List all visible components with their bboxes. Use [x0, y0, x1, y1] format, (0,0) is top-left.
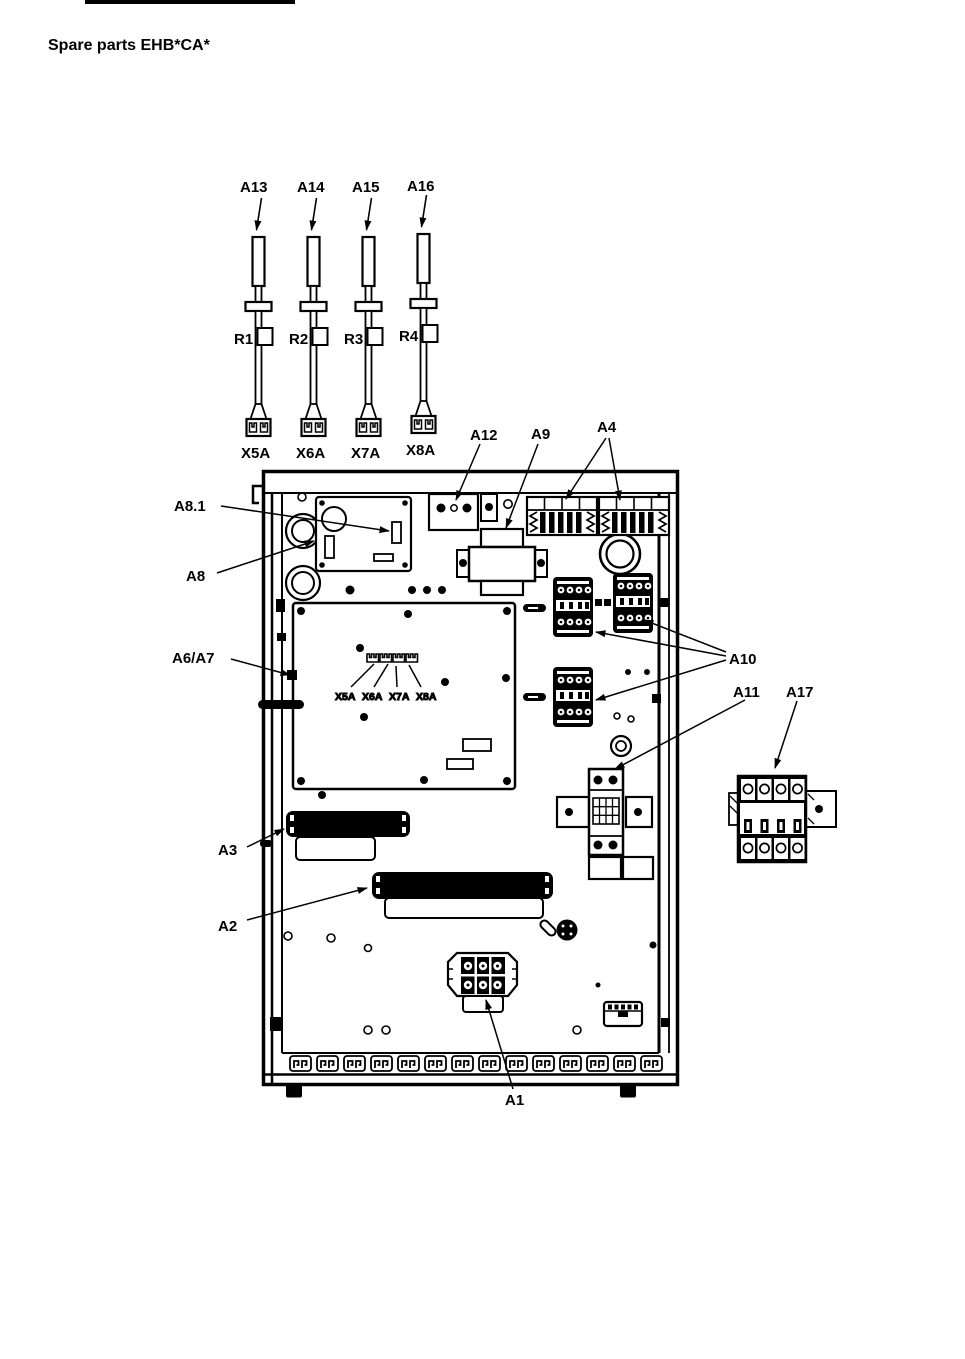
callout-a2: A2	[218, 887, 368, 935]
callout-a6-a7-label: A6/A7	[172, 650, 215, 667]
sensor-probe-drawing	[356, 198, 383, 436]
panel-screw	[609, 734, 633, 758]
component-a9-transformer	[456, 527, 548, 597]
callout-a2-label: A2	[218, 918, 237, 935]
callout-a3: A3	[218, 828, 285, 859]
sensor-probe-drawing	[411, 195, 438, 433]
callout-a12: A12	[455, 427, 498, 501]
sensor-probe-drawing	[246, 198, 273, 436]
standoff-screw	[539, 919, 557, 937]
pcb-label-x8a: X8A	[416, 691, 437, 703]
sensor-resistor-label: R1	[234, 331, 253, 348]
sensor-assembly-1: A13 R1 X5A	[234, 179, 273, 462]
sensor-assembly-4: A16 R4 X8A	[399, 178, 438, 459]
sensor-assemblies: A13 R1 X5A A14 R2 X6A A15 R3 X7A A16 R4 …	[234, 178, 438, 462]
component-a6-a7-pcb: X5A X6A X7A X8A	[287, 601, 517, 791]
sensor-resistor-label: R2	[289, 331, 308, 348]
component-a8-1	[391, 521, 402, 544]
sensor-part-label: A16	[407, 178, 435, 195]
callout-a4-label: A4	[597, 419, 617, 436]
output-connector	[602, 1000, 644, 1028]
box-foot-right	[620, 1084, 636, 1098]
callout-a11: A11	[614, 684, 760, 770]
callout-a9: A9	[505, 426, 550, 529]
callout-a11-label: A11	[733, 684, 760, 701]
sensor-connector-label: X7A	[351, 445, 380, 462]
callout-a1-label: A1	[505, 1092, 524, 1109]
sensor-part-label: A13	[240, 179, 268, 196]
sensor-connector-label: X8A	[406, 442, 435, 459]
component-a11-breaker	[555, 767, 655, 881]
pcb-label-x7a: X7A	[389, 691, 410, 703]
callout-a3-label: A3	[218, 842, 237, 859]
sensor-assembly-2: A14 R2 X6A	[289, 179, 328, 462]
component-a1-connector	[446, 951, 519, 1013]
callout-a17-label: A17	[786, 684, 814, 701]
component-a3-terminal-block	[286, 811, 410, 861]
sensor-connector-label: X6A	[296, 445, 325, 462]
sensor-connector-label: X5A	[241, 445, 270, 462]
sensor-resistor-label: R3	[344, 331, 363, 348]
box-foot-left	[286, 1084, 302, 1098]
page-header: Spare parts EHB*CA*	[48, 0, 295, 54]
component-a17-breaker	[728, 774, 837, 864]
callout-a12-label: A12	[470, 427, 498, 444]
component-a12-terminal-strip	[427, 492, 513, 532]
pcb-label-x6a: X6A	[362, 691, 383, 703]
callout-a8-1: A8.1	[174, 498, 390, 534]
knurled-knob	[556, 919, 578, 941]
sensor-part-label: A15	[352, 179, 380, 196]
callout-a8-label: A8	[186, 568, 205, 585]
top-rule	[85, 0, 295, 4]
callout-a10-label: A10	[729, 651, 757, 668]
callout-a8-1-label: A8.1	[174, 498, 206, 515]
mounting-hook	[251, 484, 263, 505]
pcb-label-x5a: X5A	[335, 691, 356, 703]
component-a4-heatsinks	[525, 495, 671, 537]
standoffs-and-screws	[258, 492, 670, 1035]
component-a10-relays	[553, 573, 653, 727]
sensor-probe-drawing	[301, 198, 328, 436]
cable-clamp-row	[289, 1055, 663, 1072]
callout-a4: A4	[565, 419, 622, 501]
control-box-enclosure	[251, 469, 680, 1098]
callout-a6-a7: A6/A7	[172, 650, 291, 676]
callout-a8: A8	[186, 540, 315, 585]
component-a8-board	[314, 495, 413, 573]
callout-a1: A1	[485, 999, 524, 1109]
page-title: Spare parts EHB*CA*	[48, 37, 211, 54]
callouts: A12 A9 A4 A8.1 A8 A6/A7 A10	[172, 419, 814, 1109]
component-a2-terminal-block	[372, 872, 578, 941]
callout-a10: A10	[595, 619, 757, 701]
sensor-part-label: A14	[297, 179, 325, 196]
callout-a17: A17	[774, 684, 814, 769]
callout-a9-label: A9	[531, 426, 550, 443]
sensor-assembly-3: A15 R3 X7A	[344, 179, 383, 462]
sensor-resistor-label: R4	[399, 328, 419, 345]
